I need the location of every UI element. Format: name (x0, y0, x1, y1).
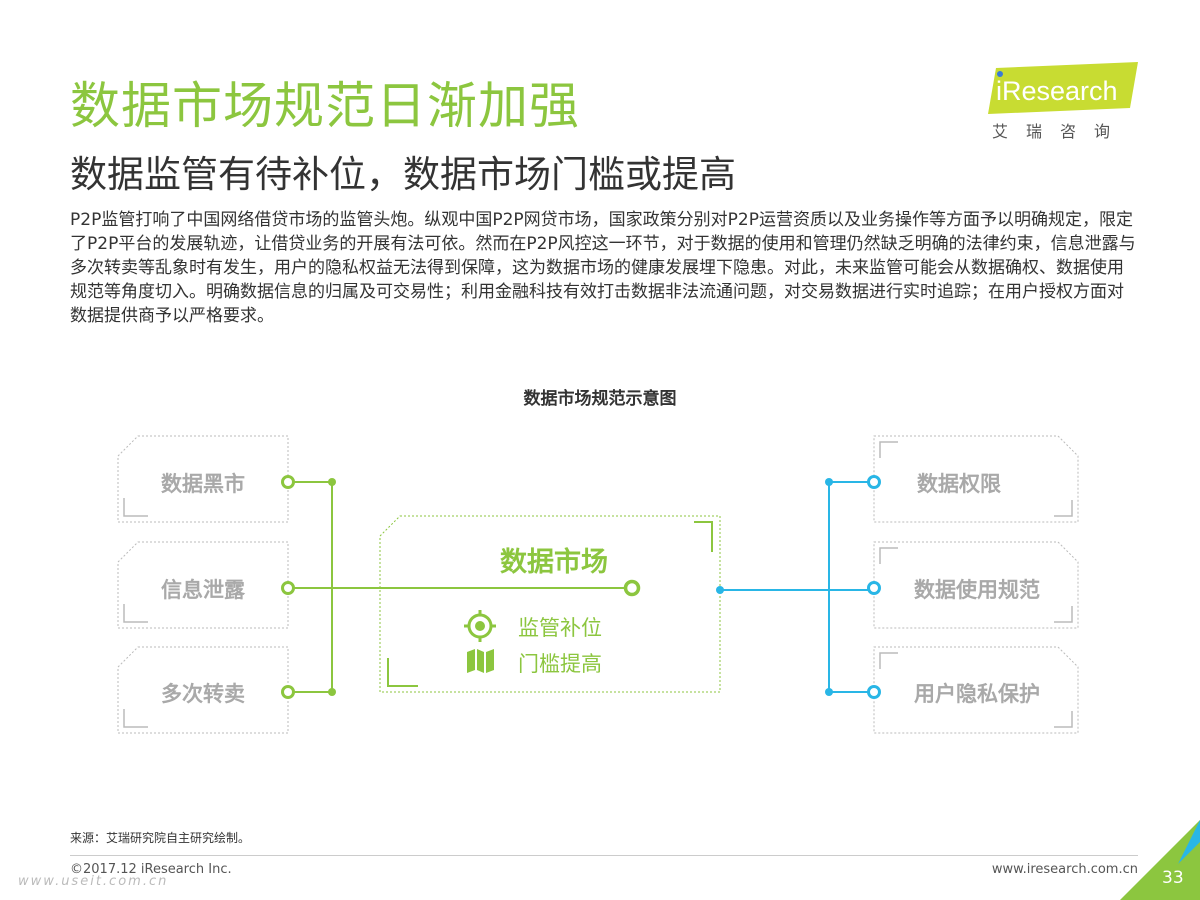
left-connectors (281, 475, 641, 699)
page-subtitle: 数据监管有待补位，数据市场门槛或提高 (70, 153, 736, 196)
body-paragraph: P2P监管打响了中国网络借贷市场的监管头炮。纵观中国P2P网贷市场，国家政策分别… (70, 210, 1136, 326)
right-connectors (716, 475, 881, 699)
diagram-title: 数据市场规范示意图 (523, 389, 677, 409)
website-link[interactable]: www.iresearch.com.cn (991, 862, 1138, 877)
center-box (379, 515, 721, 693)
target-icon (464, 610, 496, 642)
left-node-box-1 (117, 435, 289, 523)
map-icon (467, 649, 494, 673)
copyright-text: ©2017.12 iResearch Inc. (70, 862, 232, 877)
right-node-label-3: 用户隐私保护 (914, 682, 1040, 706)
left-node-label-2: 信息泄露 (161, 578, 245, 602)
page-corner-triangle (1120, 820, 1200, 900)
watermark-text: www.useit.com.cn (18, 874, 169, 889)
center-item-label-2: 门槛提高 (518, 652, 602, 676)
left-node-box-2 (117, 541, 289, 629)
center-item-label-1: 监管补位 (518, 616, 602, 640)
right-node-box-1 (873, 435, 1079, 523)
iresearch-logo: iResearch (988, 62, 1138, 114)
page-number: 33 (1162, 868, 1184, 888)
logo-brand-text: iResearch (996, 76, 1118, 106)
left-node-box-3 (117, 646, 289, 734)
logo-subtitle: 艾瑞咨询 (992, 122, 1129, 141)
source-note: 来源：艾瑞研究院自主研究绘制。 (70, 831, 251, 845)
right-node-label-2: 数据使用规范 (914, 578, 1040, 602)
left-node-label-1: 数据黑市 (161, 472, 245, 496)
right-node-label-1: 数据权限 (917, 472, 1001, 496)
footer-divider (70, 855, 1138, 856)
right-node-box-2 (873, 541, 1079, 629)
center-title: 数据市场 (500, 547, 608, 578)
right-node-box-3 (873, 646, 1079, 734)
left-node-label-3: 多次转卖 (161, 682, 245, 706)
page-title: 数据市场规范日渐加强 (70, 77, 580, 135)
